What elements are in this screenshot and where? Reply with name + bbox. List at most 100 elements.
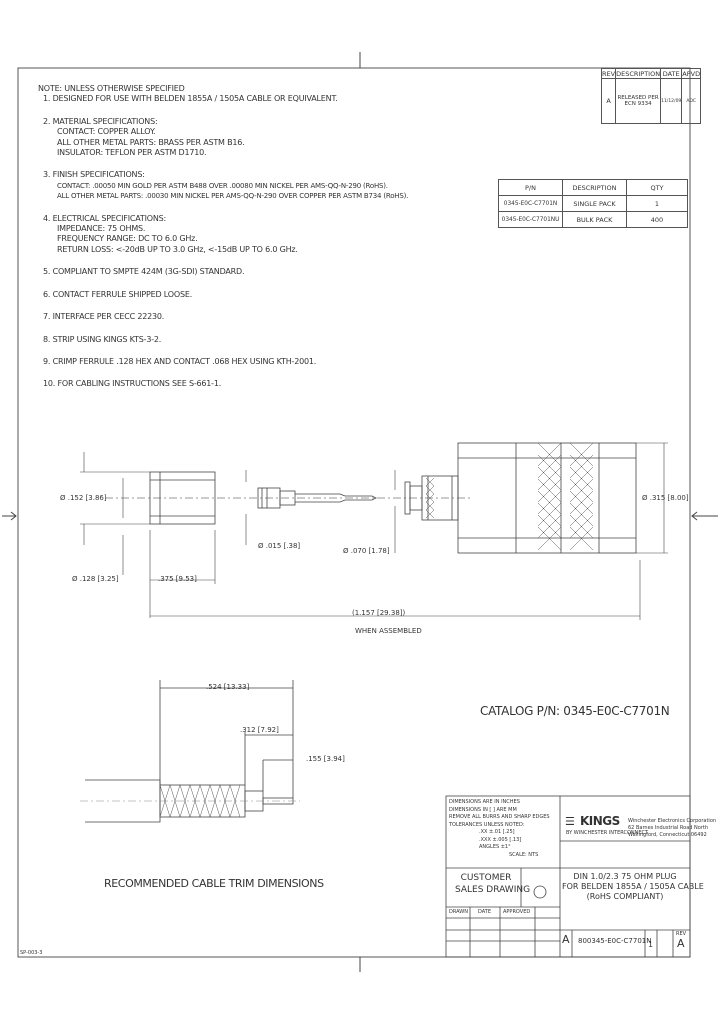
dim-contact-dia: Ø .015 [.38] (258, 542, 301, 550)
note-3: 3. FINISH SPECIFICATIONS: (43, 170, 145, 180)
parts-cell-qty: 400 (626, 211, 688, 228)
trim-title: RECOMMENDED CABLE TRIM DIMENSIONS (104, 877, 324, 890)
company-line: 62 Barnes Industrial Road North (628, 825, 709, 831)
drawing-number: 800345-E0C-C7701N (578, 937, 652, 945)
note-2b: ALL OTHER METAL PARTS: BRASS PER ASTM B1… (57, 137, 245, 147)
note-7: 7. INTERFACE PER CECC 22230. (43, 312, 165, 322)
note-2c: INSULATOR: TEFLON PER ASTM D1710. (57, 148, 207, 158)
tolerance-line: SCALE: NTS (509, 851, 539, 858)
parts-header-qty: QTY (626, 179, 688, 196)
revision-block: REV DESCRIPTION DATE APVD A RELEASED PER… (600, 68, 702, 124)
note-10: 10. FOR CABLING INSTRUCTIONS SEE S-661-1… (43, 379, 222, 389)
note-4b: FREQUENCY RANGE: DC TO 6.0 GHz. (57, 234, 198, 244)
note-9: 9. CRIMP FERRULE .128 HEX AND CONTACT .0… (43, 356, 317, 366)
approved-label: APPROVED (503, 909, 531, 915)
title-line: DIN 1.0/2.3 75 OHM PLUG (573, 872, 677, 881)
rev-header-rev: REV (600, 68, 617, 79)
drawn-label: DRAWN (449, 909, 468, 915)
tolerance-line: DIMENSIONS ARE IN INCHES (449, 799, 520, 805)
dim-ferrule-dia: Ø .152 [3.86] (60, 494, 107, 502)
brand-name: KINGS (579, 814, 620, 828)
company-line: Winchester Electronics Corporation (628, 818, 717, 824)
parts-header-pn: P/N (498, 179, 563, 196)
tolerance-line: .XXX ±.005 [.13] (479, 836, 522, 843)
corner-label: SP-003-3 (20, 950, 43, 956)
rev-header-date: DATE (660, 68, 683, 79)
border-frame (17, 67, 691, 958)
crimp-ferrule (149, 471, 216, 525)
title-rev: A (677, 937, 685, 950)
rev-header-apvd: APVD (681, 68, 702, 79)
tolerance-line: .XX ±.01 [.25] (479, 829, 515, 835)
company-line: Wallingford, Connecticut 06492 (628, 832, 707, 838)
tolerance-line: TOLERANCES UNLESS NOTED: (449, 821, 525, 828)
rev-label: REV (676, 931, 687, 937)
size-value: A (562, 933, 570, 946)
note-1: 1. DESIGNED FOR USE WITH BELDEN 1855A / … (43, 94, 338, 104)
note-8: 8. STRIP USING KINGS KTS-3-2. (43, 334, 162, 344)
knurl-pattern (425, 442, 594, 551)
rev-apvd: ADC (681, 78, 702, 124)
company-address: Winchester Electronics Corporation 62 Ba… (628, 818, 716, 839)
table-row: 0345-E0C-C7701NU BULK PACK 400 (498, 211, 688, 228)
parts-table: P/N DESCRIPTION QTY 0345-E0C-C7701N SING… (498, 179, 688, 228)
sheet-number: 1 (648, 940, 654, 949)
note-3b: ALL OTHER METAL PARTS: .00030 MIN NICKEL… (57, 192, 409, 201)
note-6: 6. CONTACT FERRULE SHIPPED LOOSE. (43, 289, 193, 299)
rohs-mark (533, 885, 547, 899)
dim-body-dia: Ø .315 [8.00] (642, 494, 689, 502)
table-row: 0345-E0C-C7701N SINGLE PACK 1 (498, 195, 688, 212)
note-4c: RETURN LOSS: <-20dB UP TO 3.0 GHz, <-15d… (57, 244, 298, 254)
parts-cell-description: SINGLE PACK (562, 195, 627, 212)
date-label: DATE (478, 909, 492, 915)
rev-header-description: DESCRIPTION (615, 68, 662, 79)
note-3a: CONTACT: .00050 MIN GOLD PER ASTM B488 O… (57, 181, 388, 190)
dim-pin-dia: Ø .070 [1.78] (343, 547, 390, 555)
note-5: 5. COMPLIANT TO SMPTE 424M (3G-SDI) STAN… (43, 267, 245, 277)
title-line: FOR BELDEN 1855A / 1505A CABLE (562, 882, 704, 891)
parts-cell-pn: 0345-E0C-C7701N (498, 195, 563, 212)
assembly-dimensions (80, 442, 668, 620)
rev-date: 11/12/09 (660, 78, 683, 124)
doc-type-line: SALES DRAWING (455, 885, 531, 895)
dim-when-assembled: WHEN ASSEMBLED (355, 627, 422, 635)
dim-ferrule-length: .375 [9.53] (158, 575, 197, 583)
logo-mark-icon: ☰ (565, 815, 575, 828)
plug-body (404, 442, 637, 554)
rev-value: A (600, 78, 617, 124)
note-4: 4. ELECTRICAL SPECIFICATIONS: (43, 213, 166, 223)
parts-cell-description: BULK PACK (562, 211, 627, 228)
title-block-grid (445, 795, 691, 958)
trim-dim-1: .524 [13.33] (206, 683, 250, 691)
trim-dim-3: .155 [3.94] (306, 755, 345, 763)
doc-type: CUSTOMER SALES DRAWING (455, 872, 531, 896)
parts-header-description: DESCRIPTION (562, 179, 627, 196)
center-mark-left (2, 511, 17, 521)
doc-type-line: CUSTOMER (460, 873, 512, 883)
tolerance-line: REMOVE ALL BURRS AND SHARP EDGES (449, 814, 550, 820)
parts-cell-qty: 1 (626, 195, 688, 212)
brand-sub: BY WINCHESTER INTERCONNECT (566, 830, 649, 836)
dim-ferrule-hex: Ø .128 [3.25] (72, 575, 119, 583)
tolerance-line: ANGLES ±1° (479, 844, 511, 850)
notes-block: NOTE: UNLESS OTHERWISE SPECIFIED 1. DESI… (38, 84, 408, 390)
title-line: (RoHS COMPLIANT) (586, 892, 664, 901)
trim-dim-2: .312 [7.92] (240, 726, 279, 734)
dim-overall-length: (1.157 [29.38]) (352, 609, 406, 617)
parts-cell-pn: 0345-E0C-C7701NU (498, 211, 563, 228)
note-2a: CONTACT: COPPER ALLOY. (57, 127, 156, 137)
cable-trim-drawing (80, 680, 300, 823)
tolerances-block: DIMENSIONS ARE IN INCHES DIMENSIONS IN [… (449, 799, 550, 859)
drawing-title: DIN 1.0/2.3 75 OHM PLUG FOR BELDEN 1855A… (562, 872, 704, 902)
kings-logo: ☰ KINGS (565, 810, 620, 829)
note-4a: IMPEDANCE: 75 OHMS. (57, 224, 146, 234)
contact-pin (257, 487, 377, 509)
catalog-pn: CATALOG P/N: 0345-E0C-C7701N (480, 704, 670, 718)
rev-description: RELEASED PER ECN 9334 (615, 78, 662, 124)
center-mark-right (691, 511, 718, 521)
note-2: 2. MATERIAL SPECIFICATIONS: (43, 116, 158, 126)
notes-header: NOTE: UNLESS OTHERWISE SPECIFIED (38, 84, 185, 93)
cable-braid-pattern (159, 784, 241, 818)
tolerance-line: DIMENSIONS IN [ ] ARE MM (449, 806, 517, 813)
